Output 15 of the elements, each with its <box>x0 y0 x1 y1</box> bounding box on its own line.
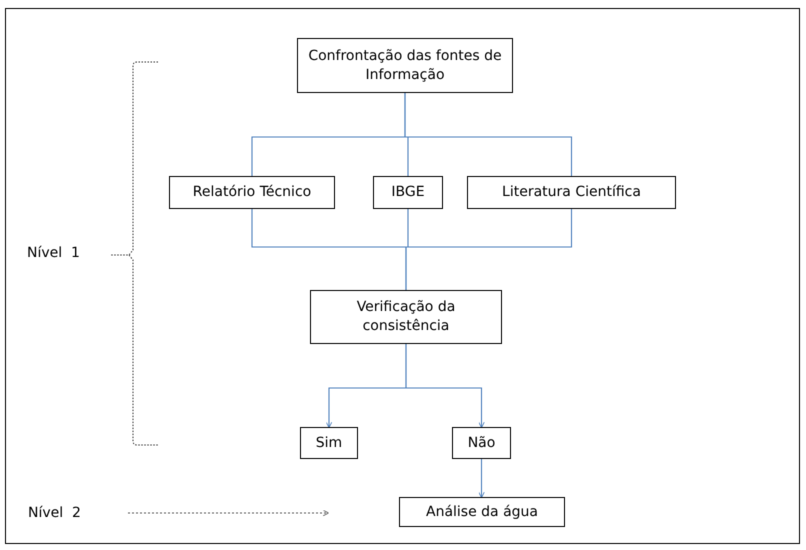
process-box: Relatório Técnico <box>169 176 335 209</box>
process-box: IBGE <box>373 176 443 209</box>
process-box: Verificação da consistência <box>310 290 502 344</box>
connector-line <box>405 209 572 290</box>
process-box: Sim <box>300 427 358 459</box>
process-box: Confrontação das fontes de Informação <box>297 38 513 93</box>
process-box: Literatura Científica <box>467 176 676 209</box>
arrow <box>405 344 485 428</box>
process-box: Não <box>452 427 511 459</box>
level-label: Nível 2 <box>28 502 81 524</box>
connector-line <box>404 93 572 176</box>
arrow <box>478 459 485 498</box>
process-box: Análise da água <box>399 497 565 527</box>
level-label: Nível 1 <box>27 245 80 261</box>
dotted-arrow <box>128 510 330 516</box>
